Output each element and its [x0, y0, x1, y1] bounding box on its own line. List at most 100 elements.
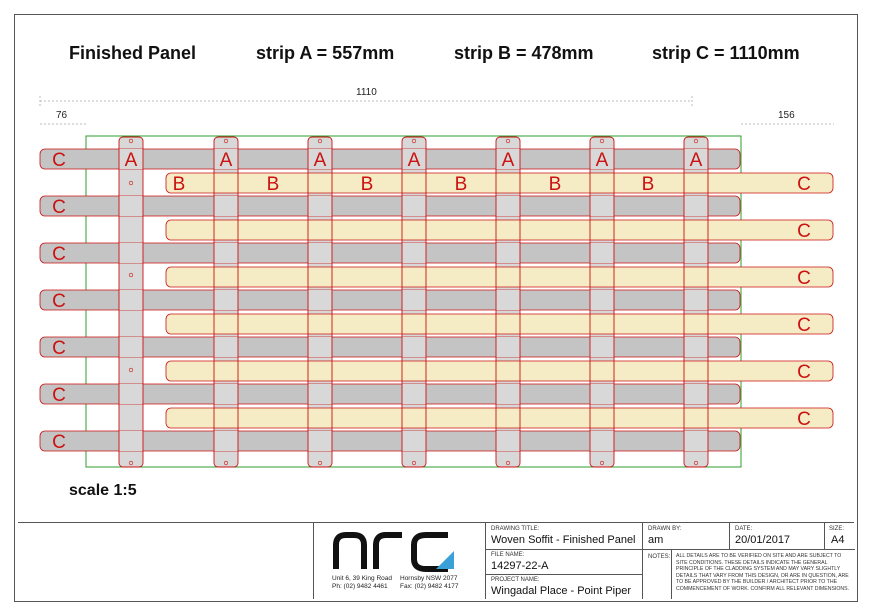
- label-c-left-0: C: [52, 150, 66, 171]
- strip-a-over-5-0: [590, 149, 614, 169]
- strip-a-outline-1: [213, 136, 239, 468]
- strip-a-2: [307, 136, 333, 468]
- strip-a-hole-top-1: [223, 138, 229, 144]
- strip-a-over-6-6: [684, 431, 708, 451]
- strip-c-length: strip C = 1110mm: [652, 43, 800, 63]
- strip-c-grey-4: [39, 336, 741, 358]
- strip-a-over-0-1: [119, 196, 143, 216]
- strip-a-outline-0: [118, 136, 144, 468]
- label-a-1: A: [220, 150, 233, 171]
- address-fax: Fax: (02) 9482 4177: [400, 583, 459, 590]
- strip-a-over-2-6: [308, 431, 332, 451]
- file-name-value: 14297-22-A: [491, 560, 549, 572]
- project-name-value: Wingadal Place - Point Piper: [491, 585, 632, 597]
- size-label: SIZE:: [829, 526, 845, 532]
- strip-a-over-3-0: [402, 149, 426, 169]
- strip-a-over-4-4: [496, 337, 520, 357]
- strip-c-cream-5: [165, 407, 834, 429]
- strip-a-hole-top-3: [411, 138, 417, 144]
- strip-a-over-3-4: [402, 337, 426, 357]
- strip-a-3: [401, 136, 427, 468]
- strip-a-hole-top-5: [599, 138, 605, 144]
- strip-a-hole-bottom-5: [599, 460, 605, 466]
- strip-c-grey-6: [39, 430, 741, 452]
- strip-a-over-3-3: [402, 290, 426, 310]
- dimension-left-offset: 76: [56, 110, 68, 121]
- label-a-3: A: [408, 150, 421, 171]
- strip-a-5: [589, 136, 615, 468]
- meta-cell: DRAWN BY: am DATE: 20/01/2017 SIZE: A4 N…: [642, 523, 855, 599]
- label-c-right-2: C: [797, 268, 811, 289]
- strip-a-hole-mid-0: [128, 180, 134, 186]
- strip-a-over-0-3: [119, 290, 143, 310]
- label-a-4: A: [502, 150, 515, 171]
- strip-a-hole-bottom-3: [411, 460, 417, 466]
- label-c-right-0: C: [797, 174, 811, 195]
- strip-a-hole-bottom-1: [223, 460, 229, 466]
- strip-a-over-2-5: [308, 384, 332, 404]
- label-c-left-3: C: [52, 291, 66, 312]
- strip-a-4: [495, 136, 521, 468]
- strip-a-over-1-1: [214, 196, 238, 216]
- strip-c-cream-1: [165, 219, 834, 241]
- strip-a-over-6-3: [684, 290, 708, 310]
- strip-a-over-5-2: [590, 243, 614, 263]
- address-phone: Ph: (02) 9482 4461: [332, 583, 388, 590]
- label-b-0: B: [173, 174, 186, 195]
- strip-c-cream-0: [165, 172, 834, 194]
- date-value: 20/01/2017: [735, 534, 791, 546]
- dimension-lines: [39, 96, 834, 125]
- label-c-left-4: C: [52, 338, 66, 359]
- drawing-frame: [14, 14, 858, 602]
- strip-a-over-6-2: [684, 243, 708, 263]
- strip-a-over-4-0: [496, 149, 520, 169]
- strip-c-grey-1: [39, 195, 741, 217]
- title-block: Unit 6, 39 King Road Ph: (02) 9482 4461 …: [18, 522, 855, 599]
- scale-label: scale 1:5: [69, 482, 137, 499]
- strip-a-hole-top-2: [317, 138, 323, 144]
- label-c-right-3: C: [797, 315, 811, 336]
- strip-c-grey-5: [39, 383, 741, 405]
- address-street: Unit 6, 39 King Road: [332, 575, 392, 582]
- strip-a-0: [118, 136, 144, 468]
- label-b-2: B: [361, 174, 374, 195]
- strip-c-cream-4: [165, 360, 834, 382]
- strip-a-over-2-4: [308, 337, 332, 357]
- label-c-left-1: C: [52, 197, 66, 218]
- strip-a-hole-bottom-0: [128, 460, 134, 466]
- label-b-3: B: [455, 174, 468, 195]
- drawing-info-cell: DRAWING TITLE: Woven Soffit - Finished P…: [485, 523, 643, 599]
- strip-b-length: strip B = 478mm: [454, 43, 594, 63]
- strip-a-over-4-6: [496, 431, 520, 451]
- label-b-1: B: [267, 174, 280, 195]
- strip-a-1: [213, 136, 239, 468]
- strip-a-over-1-6: [214, 431, 238, 451]
- strip-a-hole-top-6: [693, 138, 699, 144]
- dimension-overall: 1110: [356, 87, 377, 98]
- strip-c-cream-3: [165, 313, 834, 335]
- strip-a-over-5-3: [590, 290, 614, 310]
- label-a-2: A: [314, 150, 327, 171]
- strip-a-over-2-1: [308, 196, 332, 216]
- arc-logo: [333, 532, 454, 572]
- strip-a-over-6-4: [684, 337, 708, 357]
- strip-a-outline-5: [589, 136, 615, 468]
- strip-a-over-6-1: [684, 196, 708, 216]
- strip-a-over-1-3: [214, 290, 238, 310]
- strip-a-over-4-3: [496, 290, 520, 310]
- strip-a-outline-2: [307, 136, 333, 468]
- drawn-by-value: am: [648, 534, 664, 546]
- strip-a-hole-mid-1: [128, 272, 134, 278]
- notes-cell: ALL DETAILS ARE TO BE VERIFIED ON SITE A…: [671, 549, 855, 599]
- strip-a-over-3-2: [402, 243, 426, 263]
- strip-a-outline-4: [495, 136, 521, 468]
- strip-a-over-5-1: [590, 196, 614, 216]
- strip-a-outline-6: [683, 136, 709, 468]
- dimension-right-offset: 156: [778, 110, 795, 121]
- strip-a-over-4-1: [496, 196, 520, 216]
- label-b-5: B: [642, 174, 655, 195]
- strip-a-over-6-5: [684, 384, 708, 404]
- label-a-0: A: [125, 150, 138, 171]
- strip-a-over-3-6: [402, 431, 426, 451]
